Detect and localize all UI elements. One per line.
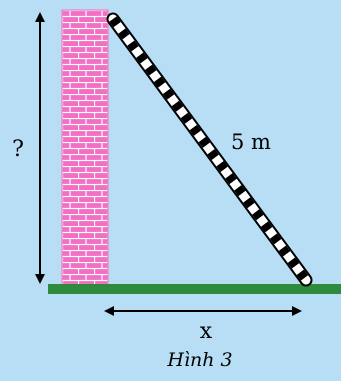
ground-line bbox=[48, 284, 341, 294]
distance-label: x bbox=[200, 319, 213, 344]
height-label: ? bbox=[12, 137, 24, 162]
brick-wall bbox=[61, 9, 109, 286]
figure-caption: Hình 3 bbox=[166, 349, 232, 371]
ladder bbox=[106, 12, 313, 287]
ladder-length-label: 5 m bbox=[231, 130, 271, 154]
ladder-stripes bbox=[109, 16, 310, 283]
